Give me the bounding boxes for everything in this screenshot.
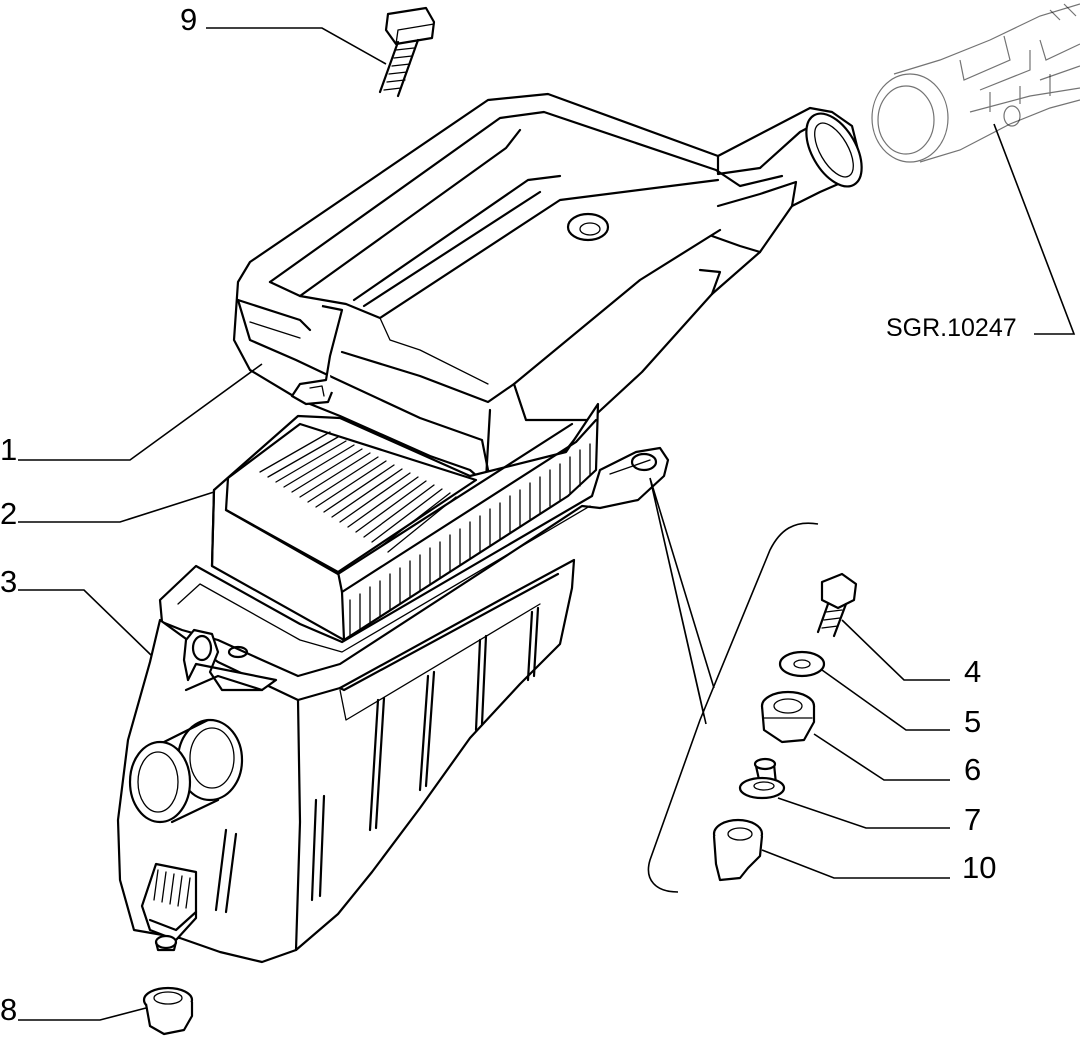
leader-10	[761, 849, 950, 879]
leader-lines	[18, 27, 1076, 1021]
leader-8	[18, 1007, 147, 1021]
callout-2: 2	[0, 496, 17, 531]
part-8-grommet	[142, 986, 194, 1036]
part-9-bolt	[378, 6, 436, 98]
callout-3: 3	[0, 564, 17, 599]
leader-2	[18, 491, 215, 523]
part-1-filter-cover	[232, 92, 863, 486]
leader-9	[206, 27, 387, 65]
part-2-filter-element	[210, 402, 600, 642]
part-7-spacer	[738, 757, 786, 800]
hardware-group-bracket	[647, 522, 819, 893]
leader-3	[18, 589, 153, 657]
part-3-filter-housing	[116, 446, 670, 964]
leader-6	[813, 733, 950, 781]
callout-6: 6	[964, 752, 981, 787]
part-10-plug	[712, 818, 764, 882]
leader-5	[821, 669, 950, 731]
callout-9: 9	[180, 2, 197, 37]
intake-duct-reference	[871, 3, 1080, 163]
leader-3-flange	[649, 477, 715, 725]
callout-10: 10	[962, 850, 996, 885]
drawing-reference: SGR.10247	[886, 314, 1017, 342]
callout-7: 7	[964, 802, 981, 837]
callout-5: 5	[964, 704, 981, 739]
leader-1	[18, 363, 263, 461]
part-4-bolt	[816, 572, 858, 638]
part-5-washer	[778, 650, 826, 678]
leader-7	[777, 797, 950, 829]
leader-ref	[993, 123, 1076, 335]
part-6-rubber-bush	[760, 690, 816, 744]
callout-1: 1	[0, 432, 17, 467]
callout-8: 8	[0, 992, 17, 1027]
callout-4: 4	[964, 654, 981, 689]
leader-4	[841, 619, 950, 681]
